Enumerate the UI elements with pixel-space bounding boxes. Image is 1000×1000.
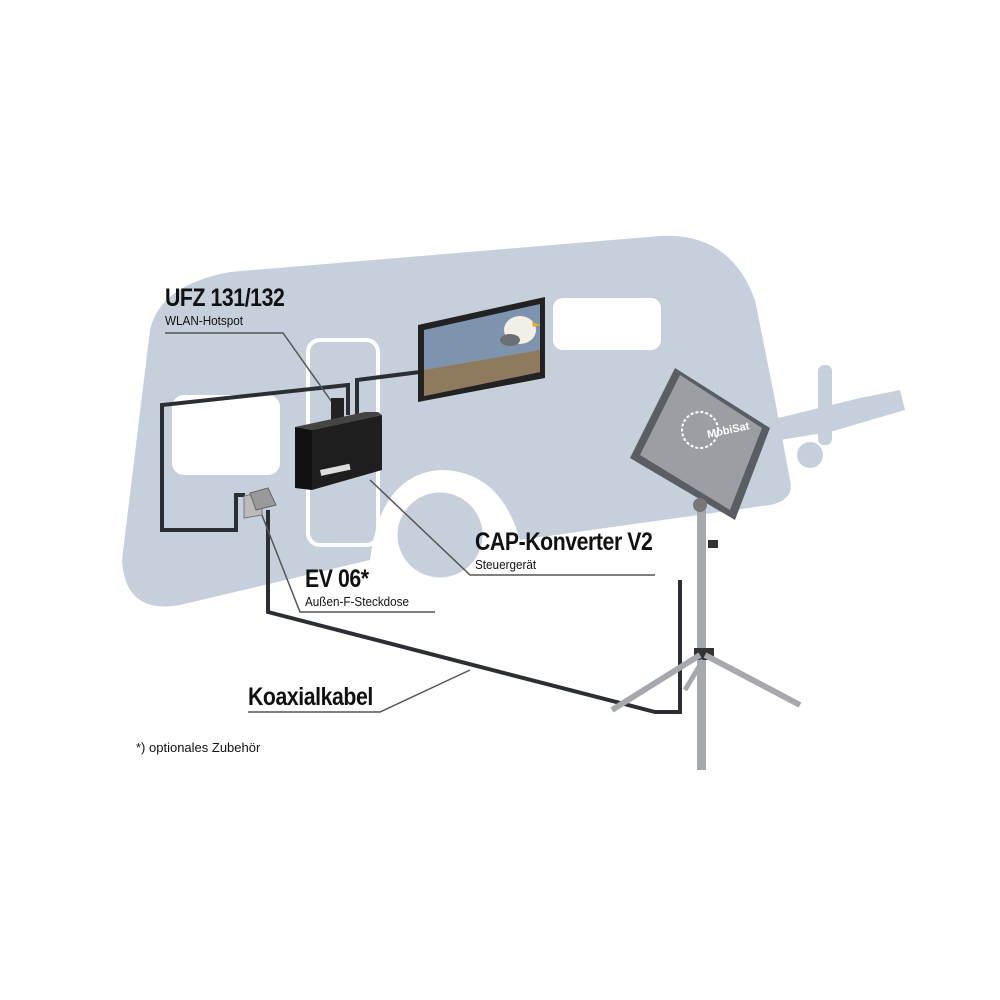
caravan-silhouette [122,235,905,607]
koax-title: Koaxialkabel [248,683,373,711]
cap-converter-box [295,412,382,490]
wlan-hotspot-stick [331,398,344,422]
cap-title: CAP-Konverter V2 [475,528,653,556]
ufz-subtitle: WLAN-Hotspot [165,313,244,328]
ev06-socket [243,487,277,519]
ev-subtitle: Außen-F-Steckdose [305,594,410,609]
tv-screen [418,297,545,402]
leader-lines [165,332,655,713]
ev-title: EV 06* [305,565,369,593]
footnote: *) optionales Zubehör [136,740,261,755]
ufz-title: UFZ 131/132 [165,284,285,312]
satellite-antenna: MobiSat [610,368,802,770]
cap-subtitle: Steuergerät [475,557,537,572]
